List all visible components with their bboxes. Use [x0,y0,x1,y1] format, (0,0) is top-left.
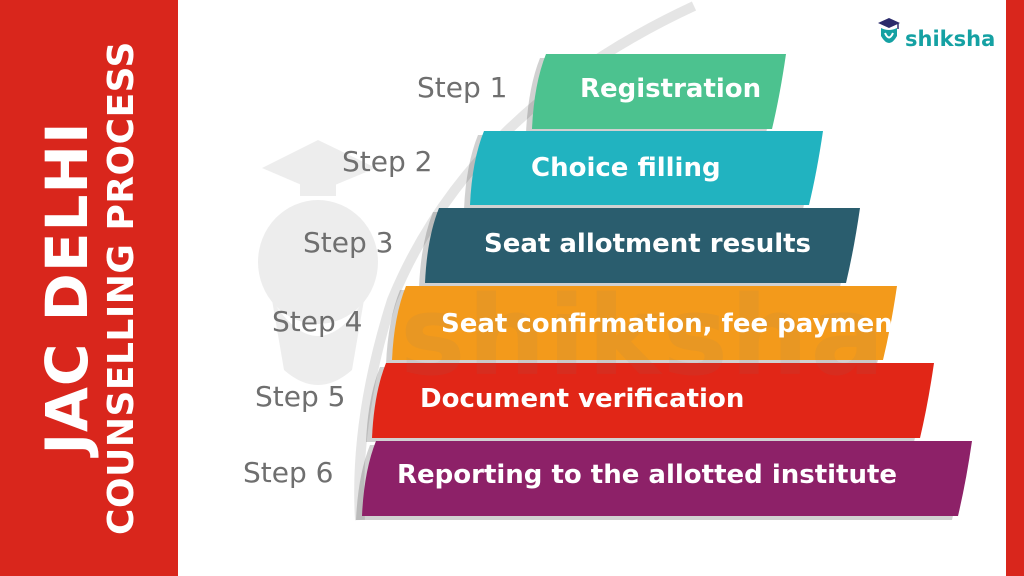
right-red-band [1006,0,1024,576]
graduate-icon [878,18,900,43]
bar-4-text: Seat confirmation, fee payment [441,309,906,339]
bar-2 [470,131,823,205]
step-6-label: Step 6 [243,456,334,489]
bar-2-text: Choice filling [531,153,721,183]
step-2-label: Step 2 [342,145,433,178]
faded-mascot-graphic [258,140,378,385]
bar-4 [392,286,897,360]
bar-6 [362,441,972,516]
bar-1-text: Registration [580,74,762,104]
left-red-band [0,0,178,576]
watermark-text: shiksha [400,272,887,400]
logo-text: shiksha [905,27,996,51]
step-1-label: Step 1 [417,71,508,104]
shiksha-logo: shiksha [876,16,995,50]
step-3-label: Step 3 [303,226,394,259]
bar-1 [532,54,786,129]
bar-6-text: Reporting to the allotted institute [397,460,898,490]
step-4-label: Step 4 [272,305,363,338]
step-bars [354,1,972,521]
bar-5 [372,363,934,438]
bar-3 [425,208,860,283]
bar-5-text: Document verification [420,384,745,414]
step-5-label: Step 5 [255,380,346,413]
bar-3-text: Seat allotment results [484,229,812,259]
